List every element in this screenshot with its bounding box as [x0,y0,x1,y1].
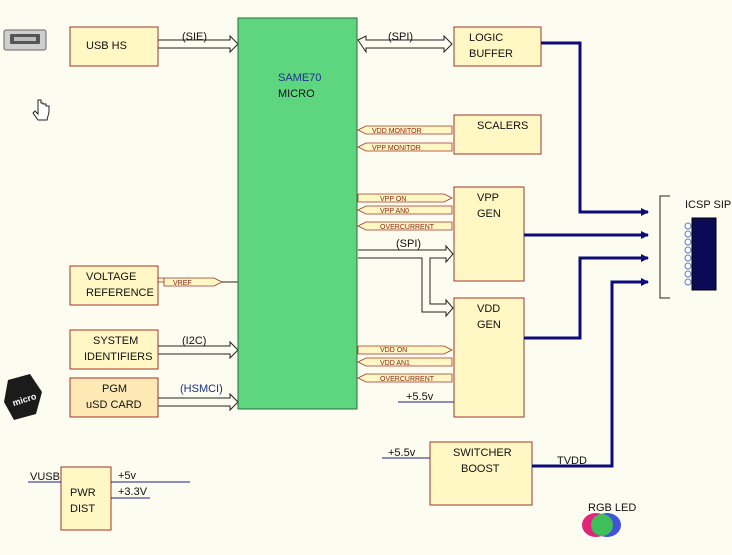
tag-vpp-monitor-text: VPP MONITOR [372,145,421,152]
pgm-usd-label-1: PGM [102,383,127,395]
bus-vdd-to-icsp [524,254,649,340]
i2c-label: (I2C) [182,335,206,347]
switcher-5v5-label: +5.5v [388,447,416,459]
tvdd-label: TVDD [557,455,587,467]
tag-vpp-an0-text: VPP AN0 [380,208,409,215]
tag-vpp-an0 [357,205,453,215]
usb-connector-icon [3,29,47,51]
tag-vdd-monitor [357,125,453,135]
vusb-label: VUSB [30,471,60,483]
spi-mid-bus [358,244,454,318]
tag-vdd-on [357,345,453,355]
micro-name: SAME70 [278,72,321,84]
usb-hs-block [69,26,159,67]
tag-vpp-monitor [357,142,453,152]
rgb-led-label: RGB LED [588,502,636,514]
pwr-dist-label-1: PWR [70,487,96,499]
vdd-gen-block [453,297,525,418]
micro-label: MICRO [278,88,315,100]
tag-overcurrent-1-text: OVERCURRENT [380,224,435,231]
logic-buffer-block [453,26,542,67]
vdd-gen-label-2: GEN [477,319,501,331]
spi-top-label: (SPI) [388,31,413,43]
icsp-pins [684,222,692,286]
usb-hs-label: USB HS [86,40,127,52]
tag-vref-arrow [163,277,223,287]
system-identifiers-label-1: SYSTEM [93,335,138,347]
scalers-block [453,114,542,155]
tag-vdd-on-text: VDD ON [380,347,407,354]
hsmci-bus [158,392,239,412]
logic-buffer-label-2: BUFFER [469,48,513,60]
vdd-5v5-label: +5.5v [406,391,434,403]
hsmci-label: (HSMCI) [180,383,223,395]
tag-vref-text: VREF [173,280,192,287]
vpp-gen-block [453,186,525,282]
pwr-dist-label-2: DIST [70,503,95,515]
bus-tvdd-to-icsp [532,278,649,468]
vdd-gen-label-1: VDD [477,303,500,315]
tag-vref [157,277,165,283]
tag-vdd-an1 [357,357,453,367]
switcher-boost-block [429,441,533,506]
vpp-gen-label-1: VPP [477,192,499,204]
system-identifiers-label-2: IDENTIFIERS [84,351,152,363]
voltage-reference-label-1: VOLTAGE [86,271,136,283]
icsp-buses [524,41,649,468]
scalers-label: SCALERS [477,120,528,132]
tag-overcurrent-2-text: OVERCURRENT [380,376,435,383]
icsp-label: ICSP SIP [685,199,731,211]
voltage-reference-label-2: REFERENCE [86,287,154,299]
tag-overcurrent-2 [357,373,453,383]
plus3v3-label: +3.3V [118,486,148,498]
logic-buffer-label-1: LOGIC [469,32,503,44]
sie-label: (SIE) [182,31,207,43]
system-identifiers-block [69,329,159,370]
microsd-card-icon: micro [4,374,42,420]
switcher-boost-label-1: SWITCHER [453,447,512,459]
switcher-boost-label-2: BOOST [461,463,500,475]
pgm-usd-block [69,377,159,418]
tag-vpp-on [357,193,453,203]
micro-block [237,17,358,410]
rgb-led-icon [582,513,621,537]
spi-top-bus [357,34,453,54]
tag-vdd-an1-text: VDD AN1 [380,360,410,367]
spi-mid-label: (SPI) [396,238,421,250]
hand-cursor-icon [32,99,50,121]
pgm-usd-label-2: uSD CARD [86,399,142,411]
bus-logic-to-icsp [541,41,649,216]
icsp-bracket [659,195,670,299]
icsp-header [691,217,717,291]
tag-overcurrent-1 [357,221,453,231]
tag-vpp-on-text: VPP ON [380,196,406,203]
tag-vdd-monitor-text: VDD MONITOR [372,128,422,135]
plus5v-label: +5v [118,470,137,482]
vpp-gen-label-2: GEN [477,208,501,220]
voltage-reference-block [69,265,159,306]
